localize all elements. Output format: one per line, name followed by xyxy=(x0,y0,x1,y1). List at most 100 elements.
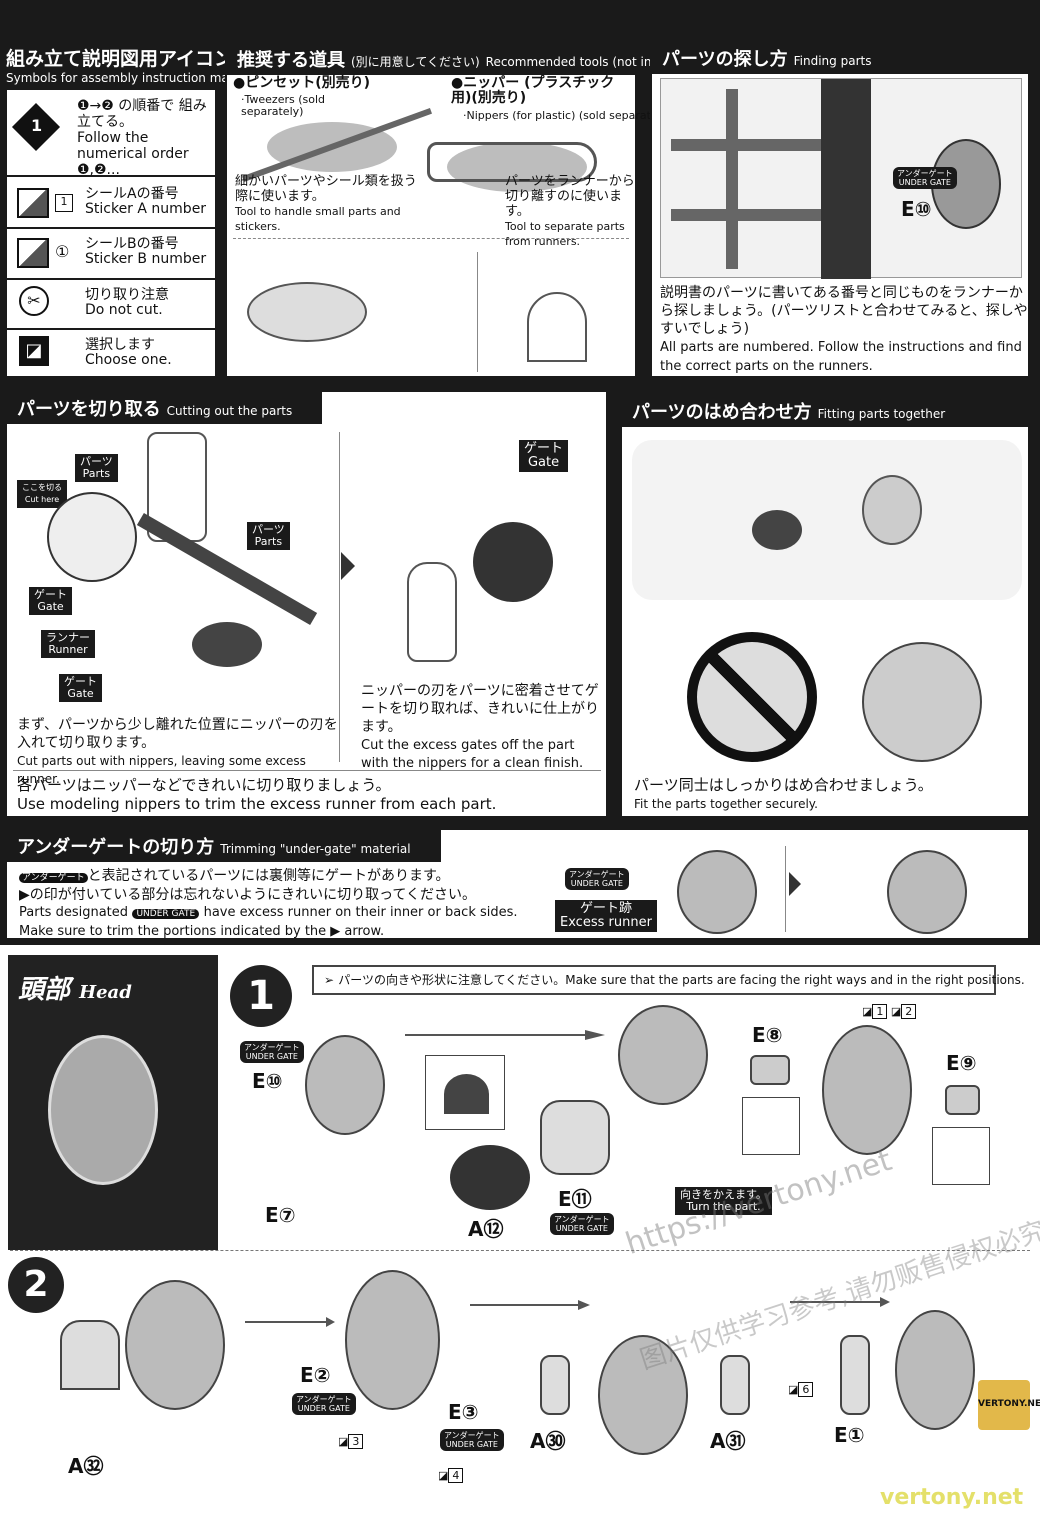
nippers-name-en: ·Nippers (for plastic) (sold separately) xyxy=(463,109,672,122)
ug-jp: アンダーゲート xyxy=(296,1395,352,1404)
sticker-2: 2 xyxy=(901,1004,917,1019)
part-a12-illustration xyxy=(450,1145,530,1210)
under-gate-badge-en: UNDER GATE xyxy=(132,909,200,919)
sticker-1: 1 xyxy=(872,1004,888,1019)
watermark-url: https://vertony.net xyxy=(621,1142,897,1263)
step-diamond-number: 1 xyxy=(31,116,43,135)
sticker-a-icon xyxy=(17,188,49,218)
parts-label-en: Parts xyxy=(254,535,283,548)
part-e11-illustration xyxy=(540,1100,610,1175)
notice-box: ➢ パーツの向きや形状に注意してください。Make sure that the … xyxy=(312,965,1025,995)
ug-jp: アンダーゲート xyxy=(444,1431,500,1440)
turn-part-jp: 向きをかえます。 xyxy=(680,1188,767,1201)
finding-title: パーツの探し方 xyxy=(662,49,788,70)
cutting-step2-en: Cut the excess gates off the part with t… xyxy=(361,738,584,771)
notice-text: パーツの向きや形状に注意してください。Make sure that the pa… xyxy=(338,973,1025,987)
part-label: A⑫ xyxy=(468,1217,504,1241)
choose-detail-box xyxy=(742,1097,800,1155)
finding-title-en: Finding parts xyxy=(793,54,872,68)
part-illustration xyxy=(192,622,262,667)
cutting-title-en: Cutting out the parts xyxy=(166,404,293,418)
tweezers-desc-jp: 細かいパーツやシール類を扱う際に使います。 xyxy=(235,174,417,204)
step-2-badge: 2 xyxy=(8,1257,64,1313)
ug-en: UNDER GATE xyxy=(245,1052,298,1061)
fitting-note-jp: パーツ同士はしっかりはめ合わせましょう。 xyxy=(634,776,933,794)
tweezers-name-jp: ●ピンセット(別売り) xyxy=(233,75,371,91)
part-label: E⑦ xyxy=(265,1203,296,1227)
cut-here-jp: ここを切る xyxy=(22,483,62,492)
tools-panel: 推奨する道具(別に用意してください)Recommended tools (not… xyxy=(225,40,696,378)
ug-jp: アンダーゲート xyxy=(244,1043,300,1052)
part-label: E③ xyxy=(448,1400,479,1424)
tweezers-usage-illustration xyxy=(247,282,367,342)
parts-label-en: Parts xyxy=(82,467,111,480)
sticker-a-box: 1 xyxy=(55,194,73,212)
part-a31-illustration xyxy=(720,1355,750,1415)
parts-label-jp: パーツ xyxy=(252,523,285,536)
round-part-illustration xyxy=(473,522,553,602)
gate-label-jp: ゲート xyxy=(524,441,564,456)
fitting-hands-illustration xyxy=(632,440,1022,600)
head-step2-illustration xyxy=(125,1280,225,1410)
head-title-jp: 頭部 xyxy=(18,975,71,1005)
head-front-step2-illustration xyxy=(598,1335,688,1455)
symbol-cut-en: Do not cut. xyxy=(85,302,163,318)
undergate-line3a: Parts designated xyxy=(19,905,129,920)
fitting-note-en: Fit the parts together securely. xyxy=(634,797,818,811)
symbol-step-en: Follow the numerical order ❶,❷... xyxy=(77,130,189,178)
part-label: A㉜ xyxy=(68,1454,104,1478)
undergate-line2: ▶の印が付いている部分は忘れないようにきれいに切り取ってください。 xyxy=(19,887,476,903)
nippers-name-jp: ●ニッパー (プラスチック用)(別売り) xyxy=(451,75,615,106)
finding-part-label: E⑩ xyxy=(901,197,932,221)
cutting-note-jp: 各パーツはニッパーなどできれいに切り取りましょう。 xyxy=(17,776,391,794)
symbol-sticker-a-en: Sticker A number xyxy=(85,201,207,217)
undergate-part-illustration xyxy=(677,850,757,934)
part-label: E⑧ xyxy=(752,1023,783,1047)
undergate-title-en: Trimming "under-gate" material xyxy=(220,842,411,856)
symbols-panel: 1 ❶→❷ の順番で 組み立てる。Follow the numerical or… xyxy=(5,88,217,378)
head-step2-mid-illustration xyxy=(345,1270,440,1410)
assembled-part-illustration xyxy=(618,1005,708,1105)
sticker-b-icon xyxy=(17,238,49,268)
ug-en: UNDER GATE xyxy=(297,1404,350,1413)
assembly-arrow-icon xyxy=(245,1317,335,1327)
nippers-closeup xyxy=(407,562,457,662)
next-arrow-icon xyxy=(789,872,801,896)
part-e10-illustration xyxy=(305,1035,385,1135)
assembly-arrow-icon xyxy=(470,1300,590,1310)
symbol-sticker-a-jp: シールAの番号 xyxy=(85,186,179,202)
turn-part-en: Turn the part. xyxy=(686,1200,761,1213)
part-label: A㉚ xyxy=(530,1429,566,1453)
gate-label-jp: ゲート xyxy=(34,588,67,601)
head-title-en: Head xyxy=(79,982,132,1003)
watermark-badge: VERTONY.NET xyxy=(978,1380,1040,1430)
finding-desc-jp: 説明書のパーツに書いてある番号と同じものをランナーから探しましょう。(パーツリス… xyxy=(660,285,1028,337)
nippers-icon xyxy=(427,142,597,182)
nippers-desc-jp: パーツをランナーから切り離すのに使います。 xyxy=(505,174,635,219)
sticker-4: 4 xyxy=(448,1468,464,1483)
sticker-6: 6 xyxy=(798,1382,814,1397)
step-1-badge: 1 xyxy=(230,965,292,1027)
cutting-title: パーツを切り取る xyxy=(17,399,161,420)
runner-label-jp: ランナー xyxy=(46,631,90,644)
symbols-title-en: Symbols for assembly instruction manuals xyxy=(6,71,261,85)
ug-badge-en: UNDER GATE xyxy=(570,879,623,888)
ug-badge-jp: アンダーゲート xyxy=(569,870,625,879)
undergate-line4: Make sure to trim the portions indicated… xyxy=(19,924,385,939)
excess-runner-en: Excess runner xyxy=(560,915,652,930)
part-label: E② xyxy=(300,1363,331,1387)
gate-label-jp: ゲート xyxy=(64,675,97,688)
head-reference-image: 頭部 Head xyxy=(8,955,218,1250)
symbol-sticker-b-en: Sticker B number xyxy=(85,251,207,267)
head-figure xyxy=(48,1035,158,1185)
cutting-note-en: Use modeling nippers to trim the excess … xyxy=(17,795,497,813)
head-final-illustration xyxy=(895,1310,975,1430)
undergate-panel: アンダーゲートの切り方 Trimming "under-gate" materia… xyxy=(5,828,1030,940)
undergate-title: アンダーゲートの切り方 xyxy=(17,837,215,858)
symbols-title-jp: 組み立て説明図用アイコン xyxy=(6,48,234,70)
watermark-site: vertony.net xyxy=(880,1485,1024,1510)
tools-title: 推奨する道具 xyxy=(237,50,345,71)
tools-title-note: (別に用意してください) xyxy=(351,55,480,69)
